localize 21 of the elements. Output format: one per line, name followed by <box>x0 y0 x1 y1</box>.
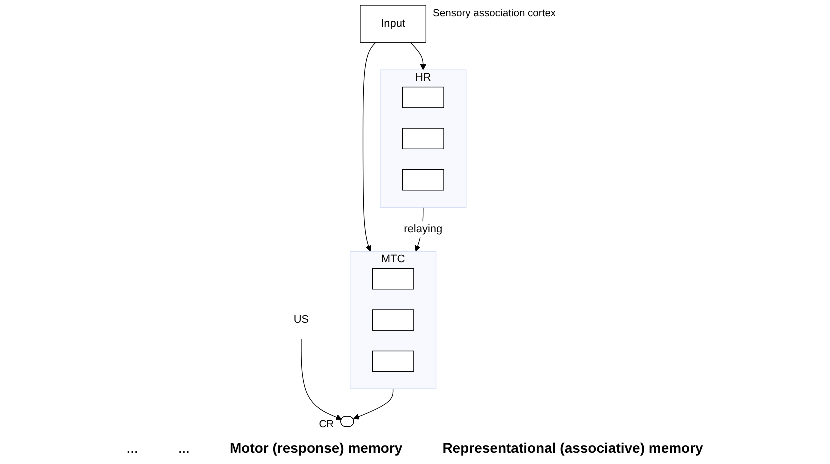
node-box <box>372 310 414 331</box>
node-caption: CR <box>319 420 334 431</box>
cluster: MTC <box>350 251 437 390</box>
ellipsis-text: ... <box>178 440 190 456</box>
node-text: US <box>294 314 310 326</box>
node-caption: Sensory association cortex <box>433 8 556 20</box>
caption-text: Motor (response) memory <box>230 440 403 456</box>
arrow <box>354 388 394 420</box>
node-box <box>402 86 444 108</box>
node-box <box>402 128 444 150</box>
ellipsis-text: ... <box>126 440 138 456</box>
cluster: HR <box>380 70 467 208</box>
node-box <box>372 268 414 290</box>
node-box <box>372 350 414 372</box>
edge-label: relaying <box>404 223 443 236</box>
arrow <box>362 42 376 252</box>
node-box <box>402 169 444 191</box>
caption-text: Representational (associative) memory <box>442 440 704 456</box>
arrow <box>410 42 426 70</box>
node-box: Input <box>360 5 426 43</box>
arrow <box>301 338 342 420</box>
